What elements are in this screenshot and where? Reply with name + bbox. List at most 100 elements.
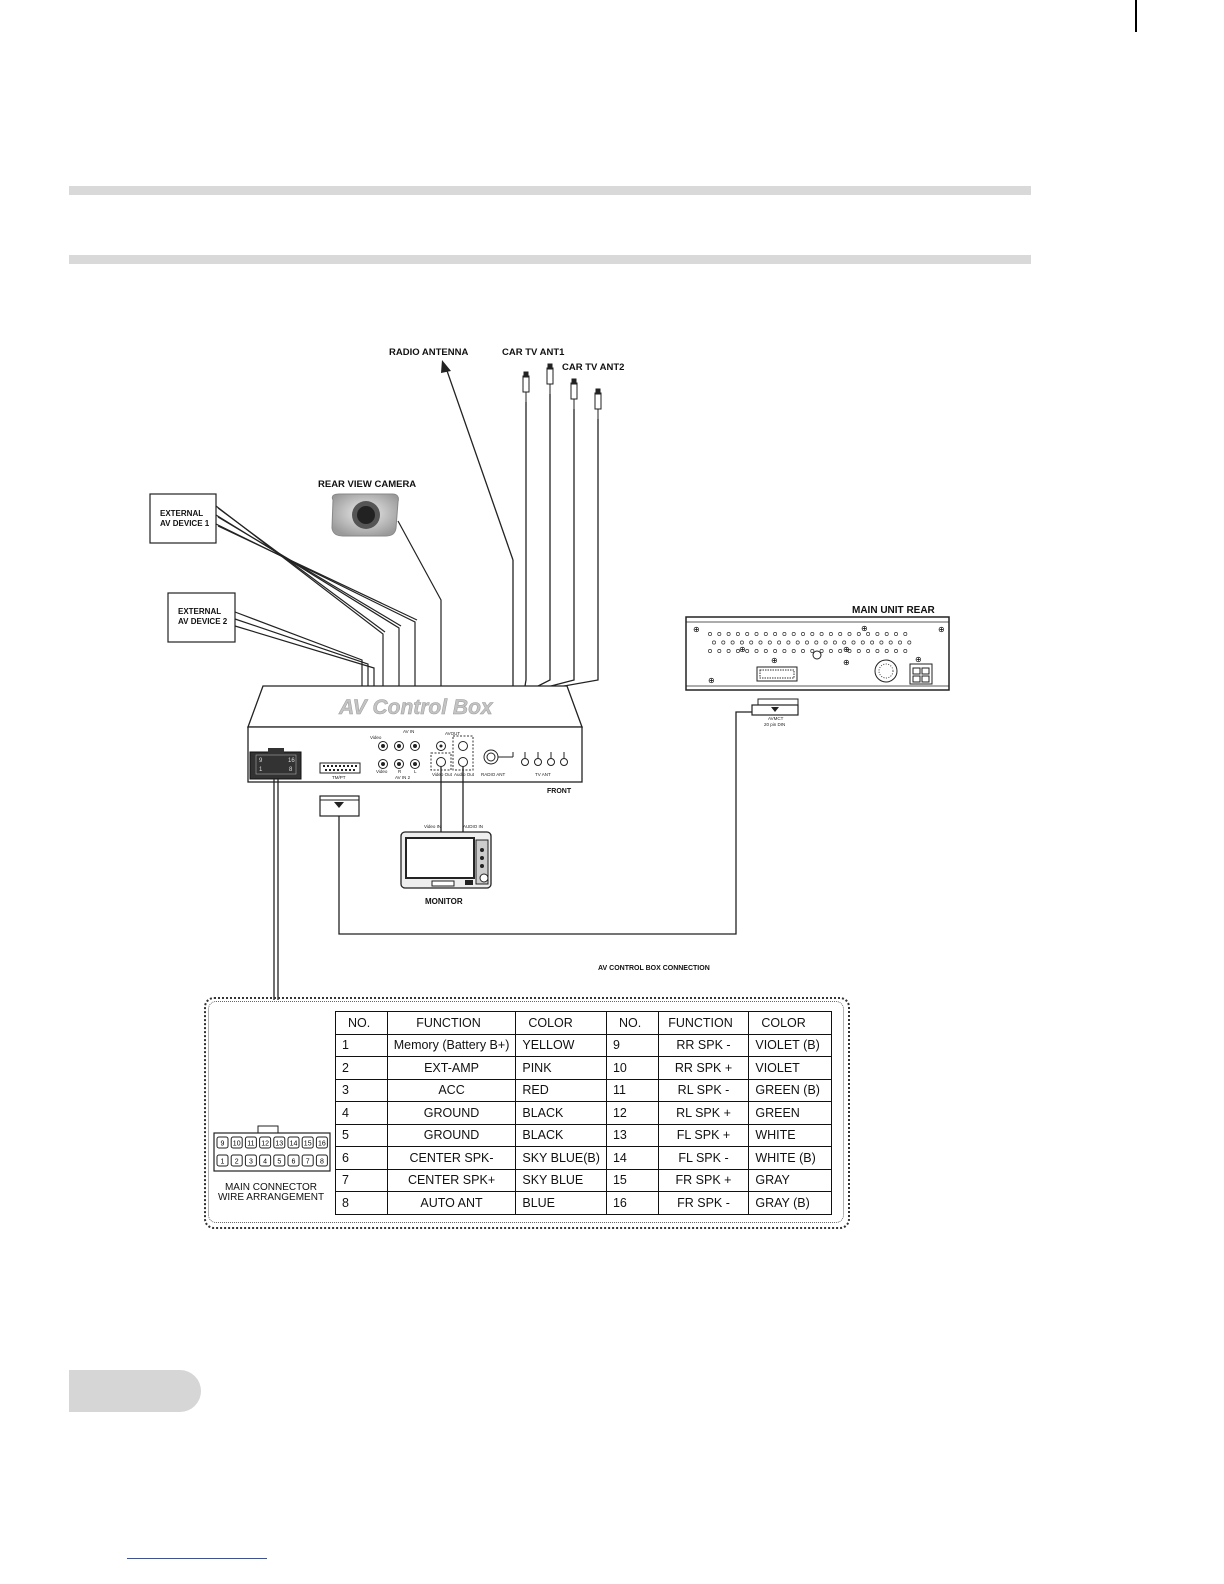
plug-pin-1: 1 <box>259 767 263 773</box>
table-cell: Memory (Battery B+) <box>386 1033 517 1057</box>
table-cell: 9 <box>605 1033 659 1057</box>
main-connector-label: MAIN CONNECTOR WIRE ARRANGEMENT <box>212 1183 330 1203</box>
external-av-device-1 <box>149 493 217 544</box>
main-unit-rear-label: MAIN UNIT REAR <box>852 605 936 616</box>
table-cell: SKY BLUE(B) <box>515 1146 607 1170</box>
table-cell: FR SPK - <box>657 1191 750 1215</box>
panel-av-in-label: AV IN <box>403 729 414 734</box>
table-cell: 3 <box>335 1078 388 1102</box>
svg-text:⊕: ⊕ <box>938 625 945 634</box>
av-control-box-title: AV Control Box <box>338 696 494 719</box>
plug-pin-16: 16 <box>288 758 295 764</box>
header-bar-top <box>69 186 1031 195</box>
tv-ant-plug-4 <box>594 388 602 419</box>
connector-pin: 14 <box>290 1141 298 1148</box>
svg-text:⊕: ⊕ <box>708 676 715 685</box>
table-cell: 15 <box>605 1168 659 1192</box>
tv-ant-jack-1 <box>521 758 529 766</box>
table-cell: BLACK <box>515 1123 607 1147</box>
tv-antenna-plugs <box>522 363 602 419</box>
wiring-diagram: RADIO ANTENNA CAR TV ANT1 CAR TV ANT2 EX… <box>149 347 950 1000</box>
video-out-jack <box>436 757 446 767</box>
connector-pin: 12 <box>261 1141 269 1148</box>
rear-camera-label: REAR VIEW CAMERA <box>318 479 416 490</box>
panel-av-out-label: AVOUT <box>445 731 460 736</box>
footer-rule <box>127 1558 267 1559</box>
av-control-box: AV Control Box 9 16 1 8 TM/PT Video AV I… <box>247 685 583 783</box>
table-header: NO. <box>605 1011 659 1035</box>
tv-ant-jack-2 <box>534 758 542 766</box>
table-cell: 13 <box>605 1123 659 1147</box>
table-header: COLOR <box>748 1011 832 1035</box>
connector-pin: 10 <box>233 1141 241 1148</box>
connector-pin: 7 <box>306 1159 310 1166</box>
monitor-audio-in-label: AUDIO IN <box>463 824 483 829</box>
car-tv-ant2-label: CAR TV ANT2 <box>562 362 624 373</box>
tv-ant-plug-1 <box>522 371 530 402</box>
main-unit-rear: ⊕⊕ ⊕⊕ ⊕⊕ ⊕⊕ ⊕ <box>685 616 950 691</box>
svg-text:⊕: ⊕ <box>693 625 700 634</box>
table-cell: RED <box>515 1078 607 1102</box>
tv-ant-jack-3 <box>547 758 555 766</box>
table-cell: GRAY (B) <box>748 1191 832 1215</box>
external-av-2-label-2: AV DEVICE 2 <box>178 617 228 626</box>
table-cell: RL SPK - <box>657 1078 750 1102</box>
svg-text:⊕: ⊕ <box>861 624 868 633</box>
connector-pin: 16 <box>318 1141 326 1148</box>
table-cell: GREEN <box>748 1101 832 1125</box>
connector-pin: 11 <box>247 1141 254 1148</box>
main-connector-label-2: WIRE ARRANGEMENT <box>217 1192 325 1203</box>
table-cell: 7 <box>335 1168 388 1192</box>
monitor-icon <box>400 831 492 889</box>
table-cell: 4 <box>335 1101 388 1125</box>
table-cell: 11 <box>605 1078 659 1102</box>
table-cell: SKY BLUE <box>515 1168 607 1192</box>
din-arrow-icon <box>771 707 779 712</box>
din-connector-top <box>757 698 799 706</box>
panel-av-in2-label: AV IN 2 <box>395 775 411 780</box>
table-cell: AUTO ANT <box>386 1191 517 1215</box>
table-cell: GROUND <box>386 1101 517 1125</box>
page-edge-mark <box>1135 0 1137 32</box>
audio-out-jack-2 <box>458 757 468 767</box>
table-cell: 6 <box>335 1146 388 1170</box>
connector-pin: 9 <box>221 1141 225 1148</box>
table-cell: 1 <box>335 1033 388 1057</box>
tv-ant-jack-4 <box>560 758 568 766</box>
monitor-label: MONITOR <box>425 897 463 906</box>
table-cell: GREEN (B) <box>748 1078 832 1102</box>
table-cell: 16 <box>605 1191 659 1215</box>
table-header: NO. <box>335 1011 388 1035</box>
table-cell: VIOLET <box>748 1056 832 1080</box>
panel-video-label: Video <box>370 735 382 740</box>
main-plug <box>249 751 302 780</box>
table-cell: BLUE <box>515 1191 607 1215</box>
external-av-1-label-2: AV DEVICE 1 <box>160 519 210 528</box>
table-header-row: NO. FUNCTION COLOR NO. FUNCTION COLOR <box>335 1011 832 1035</box>
tv-ant-plug-2 <box>546 363 554 394</box>
table-header: COLOR <box>515 1011 607 1035</box>
plug-pin-9: 9 <box>259 758 263 764</box>
connector-pin: 5 <box>277 1159 281 1166</box>
radio-antenna-arrow-icon <box>441 360 451 373</box>
table-cell: 12 <box>605 1101 659 1125</box>
din-label-2: 20 pin DIN <box>764 722 785 727</box>
car-tv-ant1-label: CAR TV ANT1 <box>502 347 565 358</box>
table-cell: 10 <box>605 1056 659 1080</box>
table-cell: BLACK <box>515 1101 607 1125</box>
table-cell: WHITE (B) <box>748 1146 832 1170</box>
tv-ant-plug-3 <box>570 378 578 409</box>
table-cell: CENTER SPK+ <box>386 1168 517 1192</box>
table-cell: GROUND <box>386 1123 517 1147</box>
table-cell: 8 <box>335 1191 388 1215</box>
connector-pin: 6 <box>292 1159 296 1166</box>
front-label: FRONT <box>547 788 572 795</box>
svg-text:⊕: ⊕ <box>739 645 746 654</box>
connector-pin: 1 <box>221 1159 225 1166</box>
